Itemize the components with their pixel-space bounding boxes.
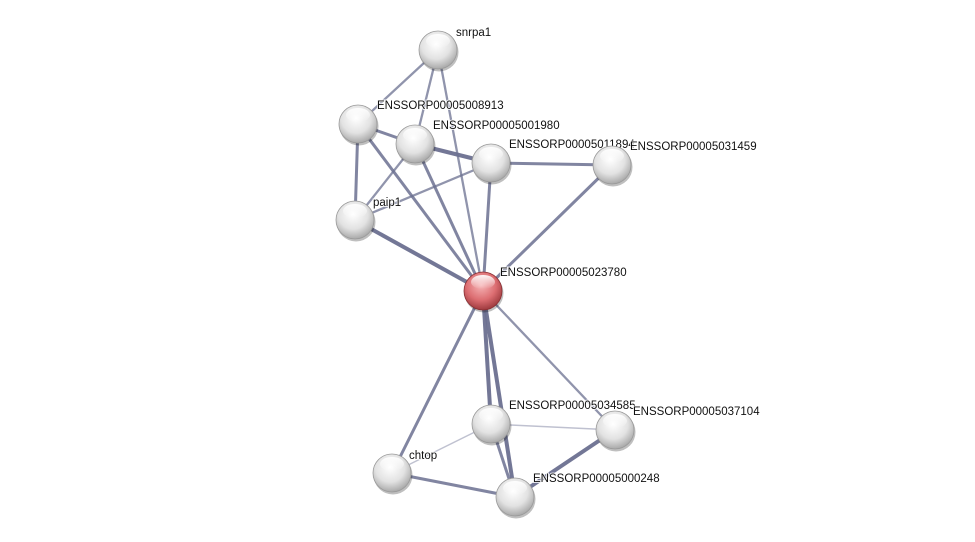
node-n0248[interactable]: ENSSORP00005000248 (495, 472, 661, 519)
node-snrpa1[interactable]: snrpa1 (418, 26, 492, 72)
node-n23780[interactable]: ENSSORP00005023780 (463, 266, 628, 313)
node-highlight (471, 275, 495, 289)
node-label[interactable]: ENSSORP00005034585 (508, 399, 637, 413)
node-highlight (603, 414, 627, 428)
node-chtop[interactable]: chtop (372, 449, 438, 495)
node-label[interactable]: ENSSORP00005001980 (432, 119, 561, 133)
edge-n8913-n23780[interactable] (356, 123, 485, 292)
node-n34585[interactable]: ENSSORP00005034585 (471, 399, 637, 446)
node-highlight (343, 204, 367, 218)
node-highlight (426, 34, 450, 48)
node-highlight (403, 128, 427, 142)
node-n8913[interactable]: ENSSORP00005008913 (338, 99, 505, 146)
edge-n23780-n0248[interactable] (481, 290, 517, 498)
edge-paip1-n23780[interactable] (354, 218, 484, 293)
edge-n23780-n37104[interactable] (482, 290, 616, 431)
node-label[interactable]: ENSSORP00005037104 (632, 405, 761, 419)
node-n31459[interactable]: ENSSORP00005031459 (592, 140, 758, 187)
node-n37104[interactable]: ENSSORP00005037104 (595, 405, 761, 452)
node-highlight (600, 149, 624, 163)
node-highlight (479, 147, 503, 161)
node-label[interactable]: ENSSORP00005000248 (532, 472, 661, 486)
edge-n11894-paip1[interactable] (354, 161, 492, 222)
edge-n34585-n37104[interactable] (490, 423, 616, 431)
edge-n37104-n0248[interactable] (513, 428, 617, 499)
node-label[interactable]: ENSSORP00005008913 (376, 99, 505, 113)
node-highlight (503, 481, 527, 495)
node-paip1[interactable]: paip1 (335, 196, 402, 242)
edge-chtop-n0248[interactable] (391, 471, 516, 499)
edge-n23780-chtop[interactable] (390, 290, 485, 474)
node-label[interactable]: chtop (408, 449, 438, 463)
edge-n1980-n23780[interactable] (413, 143, 485, 292)
node-label[interactable]: ENSSORP00005031459 (629, 140, 758, 154)
node-n11894[interactable]: ENSSORP00005011894 (471, 138, 636, 185)
edge-snrpa1-n23780[interactable] (436, 49, 485, 292)
edge-n11894-n23780[interactable] (481, 162, 493, 292)
edge-n11894-n31459[interactable] (490, 161, 613, 167)
node-label[interactable]: ENSSORP00005023780 (499, 266, 628, 280)
node-n1980[interactable]: ENSSORP00005001980 (395, 119, 561, 166)
node-label[interactable]: snrpa1 (455, 26, 492, 40)
node-label[interactable]: paip1 (372, 196, 402, 210)
node-highlight (479, 408, 503, 422)
node-highlight (380, 457, 404, 471)
edge-n23780-n34585[interactable] (481, 290, 493, 425)
node-highlight (346, 108, 370, 122)
edge-n31459-n23780[interactable] (481, 163, 614, 293)
